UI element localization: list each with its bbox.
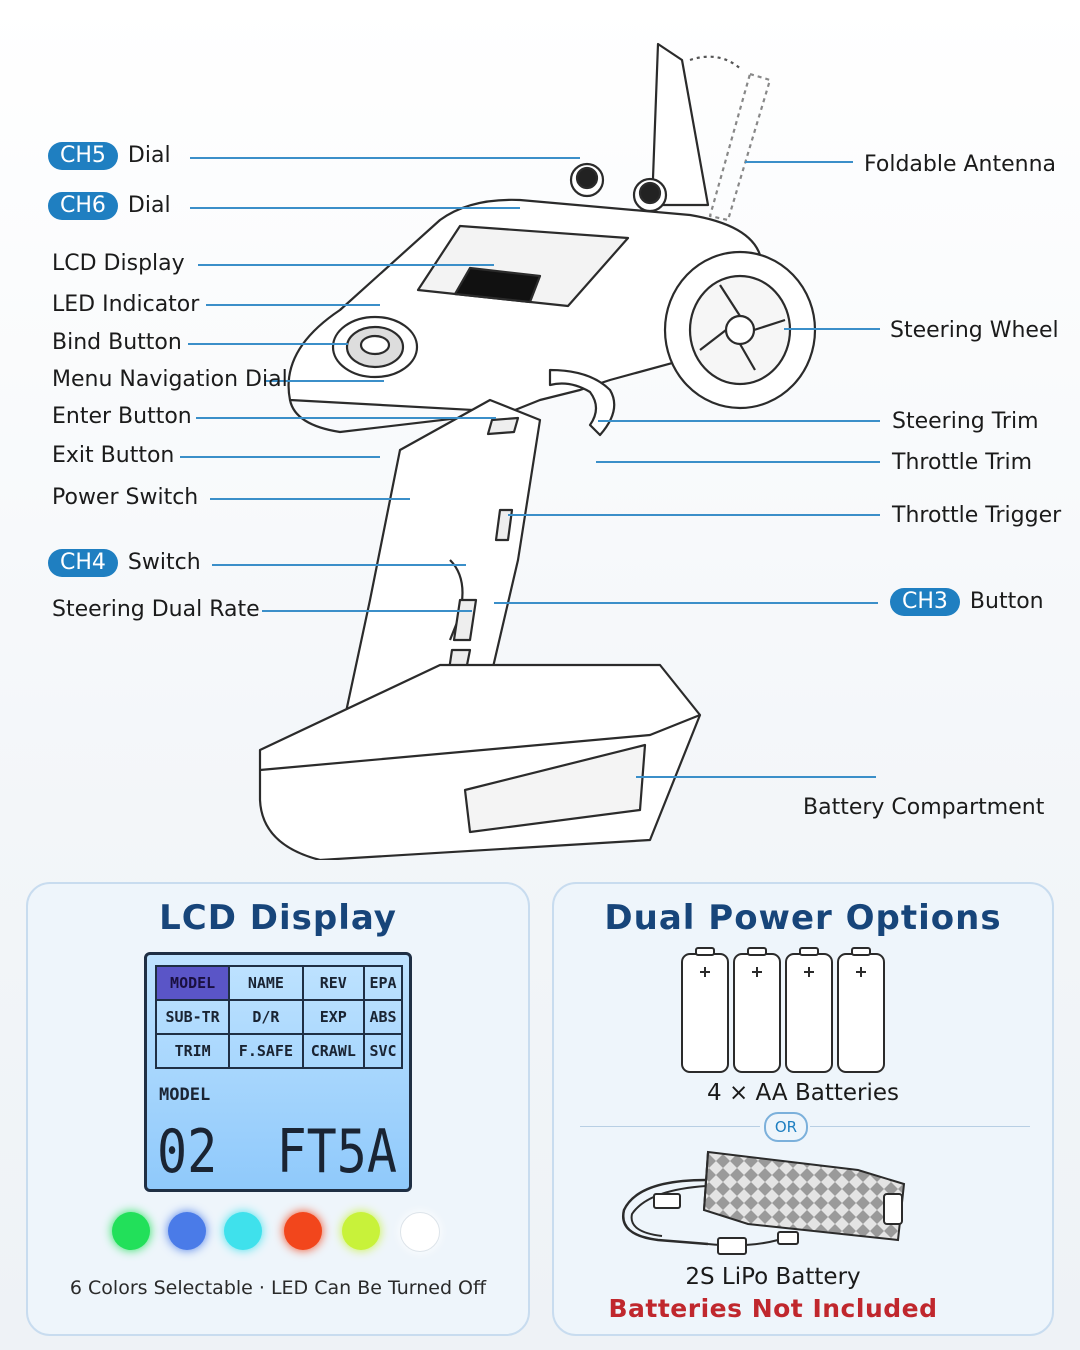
label-lcd-display: LCD Display bbox=[52, 251, 185, 276]
lcd-menu-grid: MODEL NAME REV EPA SUB-TR D/R EXP ABS TR… bbox=[154, 965, 403, 1069]
lcd-menu-item: NAME bbox=[228, 965, 304, 1001]
lipo-battery-illustration bbox=[621, 1150, 906, 1255]
leader-led bbox=[206, 304, 380, 306]
label-battery-compartment: Battery Compartment bbox=[803, 795, 1045, 820]
led-color-swatches bbox=[112, 1212, 452, 1252]
leader-battery bbox=[636, 776, 876, 778]
leader-exit bbox=[180, 456, 380, 458]
leader-dual-rate bbox=[262, 610, 472, 612]
leader-antenna bbox=[745, 161, 853, 163]
lcd-menu-item: EXP bbox=[301, 999, 366, 1035]
badge-ch4: CH4 bbox=[48, 549, 118, 577]
leader-ch6 bbox=[190, 207, 520, 209]
lcd-menu-item: D/R bbox=[228, 999, 304, 1035]
lcd-model-number: 02 bbox=[157, 1117, 218, 1187]
lcd-menu-item: SUB-TR bbox=[154, 999, 231, 1035]
led-caption: 6 Colors Selectable · LED Can Be Turned … bbox=[69, 1277, 487, 1299]
badge-ch6: CH6 bbox=[48, 192, 118, 220]
lcd-menu-item: TRIM bbox=[154, 1033, 231, 1069]
label-exit-button: Exit Button bbox=[52, 443, 175, 468]
rc-transmitter-illustration bbox=[258, 42, 817, 860]
lcd-model-label: MODEL bbox=[159, 1085, 211, 1105]
badge-ch3: CH3 bbox=[890, 588, 960, 616]
label-throttle-trim: Throttle Trim bbox=[892, 450, 1033, 475]
lcd-menu-item: SVC bbox=[363, 1033, 403, 1069]
or-badge: OR bbox=[764, 1112, 808, 1142]
leader-lcd bbox=[198, 264, 494, 266]
leader-enter bbox=[196, 417, 496, 419]
label-bind-button: Bind Button bbox=[52, 330, 182, 355]
lcd-display-card: LCD Display MODEL NAME REV EPA SUB-TR D/… bbox=[26, 882, 530, 1336]
leader-bind bbox=[188, 343, 348, 345]
lcd-menu-item: ABS bbox=[363, 999, 403, 1035]
lcd-menu-item: REV bbox=[301, 965, 366, 1001]
lcd-menu-item: CRAWL bbox=[301, 1033, 366, 1069]
led-color-orange bbox=[284, 1212, 322, 1250]
label-steering-trim: Steering Trim bbox=[892, 409, 1039, 434]
label-dual-rate: Steering Dual Rate bbox=[52, 597, 260, 622]
label-menu-dial: Menu Navigation Dial bbox=[52, 367, 288, 392]
leader-ch5 bbox=[190, 157, 580, 159]
leader-steer-trim bbox=[598, 420, 880, 422]
led-color-blue bbox=[168, 1212, 206, 1250]
led-color-green bbox=[112, 1212, 150, 1250]
label-antenna: Foldable Antenna bbox=[864, 152, 1057, 177]
led-color-cyan bbox=[224, 1212, 262, 1250]
led-color-lime bbox=[342, 1212, 380, 1250]
lcd-menu-item: F.SAFE bbox=[228, 1033, 304, 1069]
leader-menu bbox=[264, 380, 384, 382]
label-throttle-trigger: Throttle Trigger bbox=[892, 503, 1062, 528]
leader-throttle-trim bbox=[596, 461, 880, 463]
led-color-white bbox=[400, 1212, 440, 1252]
power-options-card: Dual Power Options 4 × AA Batteries bbox=[552, 882, 1054, 1336]
lcd-model-name: FT5A bbox=[276, 1117, 397, 1187]
lcd-menu-item: MODEL bbox=[154, 965, 231, 1001]
leader-ch4 bbox=[212, 564, 466, 566]
lipo-battery-label: 2S LiPo Battery bbox=[685, 1264, 861, 1290]
lcd-screen: MODEL NAME REV EPA SUB-TR D/R EXP ABS TR… bbox=[144, 952, 412, 1192]
aa-batteries-label: 4 × AA Batteries bbox=[707, 1080, 899, 1106]
leader-power bbox=[210, 498, 410, 500]
leader-wheel bbox=[784, 328, 880, 330]
aa-batteries-illustration bbox=[681, 947, 885, 1073]
divider-right bbox=[810, 1126, 1030, 1127]
label-enter-button: Enter Button bbox=[52, 404, 192, 429]
batteries-not-included-warning: Batteries Not Included bbox=[608, 1294, 938, 1323]
power-card-title: Dual Power Options bbox=[604, 898, 1002, 938]
label-steering-wheel: Steering Wheel bbox=[890, 318, 1059, 343]
leader-trigger bbox=[508, 514, 880, 516]
divider-left bbox=[580, 1126, 760, 1127]
label-led-indicator: LED Indicator bbox=[52, 292, 200, 317]
lcd-card-title: LCD Display bbox=[159, 898, 397, 938]
lcd-menu-item: EPA bbox=[363, 965, 403, 1001]
badge-ch5: CH5 bbox=[48, 142, 118, 170]
leader-ch3 bbox=[494, 602, 878, 604]
label-power-switch: Power Switch bbox=[52, 485, 199, 510]
